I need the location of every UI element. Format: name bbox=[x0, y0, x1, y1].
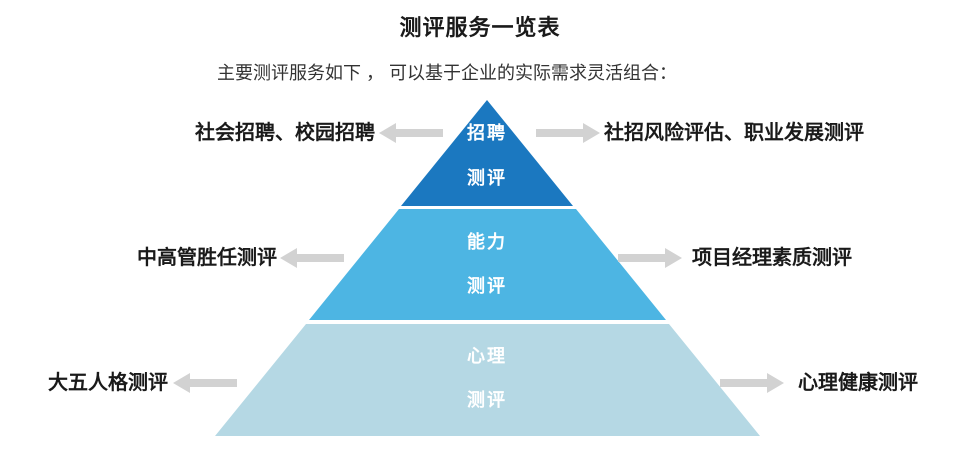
arrow-right-icon bbox=[618, 248, 682, 268]
pyramid-label-psychology-line1: 心理 bbox=[467, 346, 507, 366]
arrow-right-icon bbox=[720, 373, 784, 393]
label-psychology-right: 心理健康测评 bbox=[798, 372, 918, 394]
pyramid-level-ability bbox=[309, 209, 666, 320]
arrow-left-icon bbox=[379, 123, 443, 143]
pyramid-label-recruitment-line1: 招聘 bbox=[467, 123, 507, 143]
page-subtitle: 主要测评服务如下 ， 可以基于企业的实际需求灵活组合： bbox=[217, 63, 677, 83]
page-title: 测评服务一览表 bbox=[399, 15, 561, 40]
arrow-left-icon bbox=[280, 248, 344, 268]
pyramid-label-recruitment-line2: 测评 bbox=[467, 168, 507, 188]
label-psychology-left: 大五人格测评 bbox=[48, 372, 168, 394]
label-ability-right: 项目经理素质测评 bbox=[692, 247, 852, 269]
label-ability-left: 中高管胜任测评 bbox=[137, 247, 277, 269]
pyramid-level-recruitment bbox=[401, 100, 573, 206]
arrow-right-icon bbox=[536, 123, 600, 143]
pyramid-label-ability-line1: 能力 bbox=[467, 232, 507, 252]
arrow-left-icon bbox=[173, 373, 237, 393]
label-recruitment-left: 社会招聘、校园招聘 bbox=[195, 122, 375, 144]
pyramid-label-psychology-line2: 测评 bbox=[467, 390, 507, 410]
label-recruitment-right: 社招风险评估、职业发展测评 bbox=[604, 122, 864, 144]
pyramid-level-psychology bbox=[215, 324, 760, 436]
pyramid-label-ability-line2: 测评 bbox=[467, 276, 507, 296]
